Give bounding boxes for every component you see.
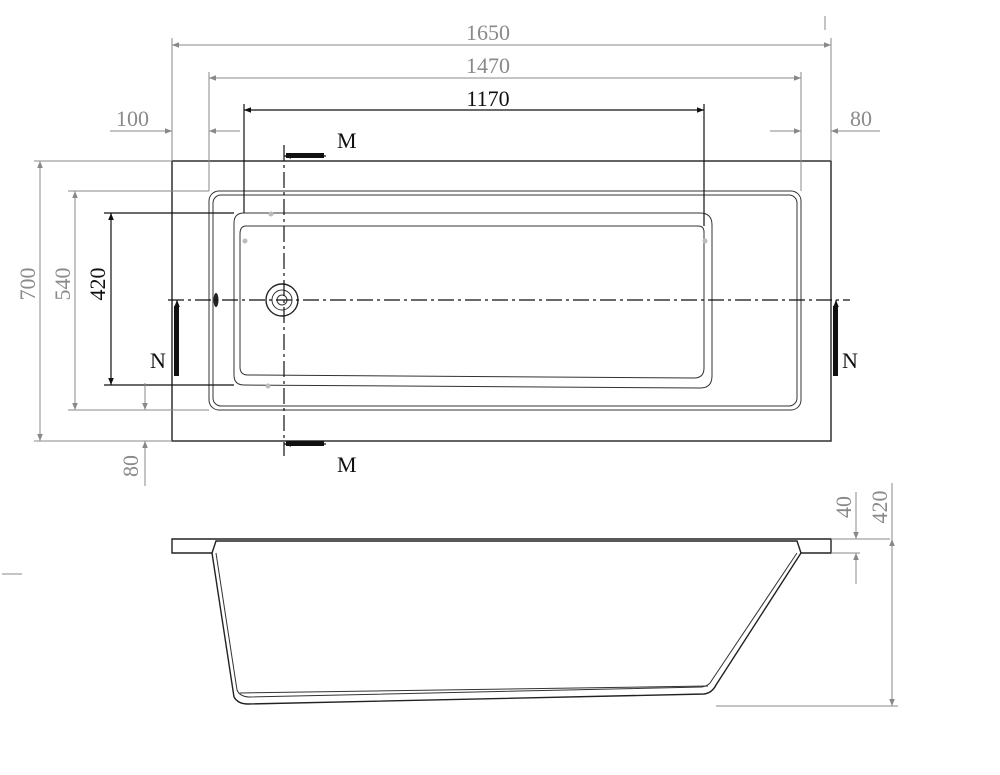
- top-view: [168, 145, 850, 456]
- guide-point: [268, 211, 274, 217]
- horizontal-dimensions: 1650 1470 1170 100 80: [110, 16, 880, 226]
- inner-bottom-outline: [233, 212, 713, 389]
- dim-40: 40: [831, 496, 856, 518]
- dim-420-height: 420: [867, 491, 892, 524]
- dim-1170: 1170: [466, 86, 509, 111]
- side-body: [211, 552, 802, 705]
- vertical-dimensions: 700 540 420 80: [15, 160, 234, 486]
- side-body-inner: [215, 552, 798, 698]
- guide-point: [702, 238, 708, 244]
- section-label-n-left: N: [150, 348, 166, 373]
- dim-80-right: 80: [850, 106, 872, 131]
- dim-1650: 1650: [466, 20, 510, 45]
- section-label-m-top: M: [337, 128, 357, 153]
- dim-100: 100: [116, 106, 149, 131]
- base-line: [239, 685, 709, 694]
- dim-700: 700: [15, 268, 40, 301]
- side-rim: [171, 538, 832, 554]
- section-label-m-bottom: M: [337, 452, 357, 477]
- inner-bottom-outline-2: [239, 225, 705, 379]
- dim-540: 540: [50, 268, 75, 301]
- dim-420-plan: 420: [85, 268, 110, 301]
- outer-rim: [171, 160, 832, 442]
- guide-point: [265, 383, 271, 389]
- section-markers: M M N N: [150, 128, 858, 477]
- side-dimensions: 40 420: [716, 483, 898, 707]
- side-view: [2, 538, 832, 705]
- dim-80-bottom: 80: [118, 455, 143, 477]
- dim-1470: 1470: [466, 53, 510, 78]
- guide-point: [242, 238, 248, 244]
- section-label-n-right: N: [842, 348, 858, 373]
